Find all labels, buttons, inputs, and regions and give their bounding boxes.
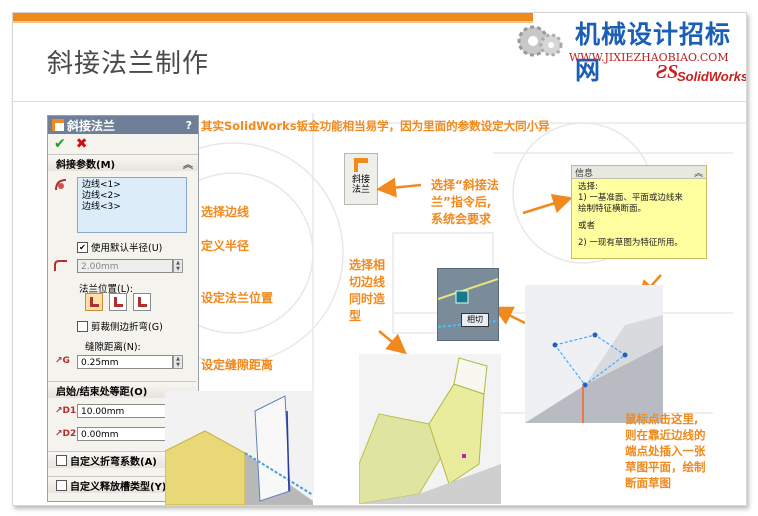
pm-title-bar: 斜接法兰 ? [48,116,198,134]
tangent-edge-preview [438,269,498,340]
info-line: 2) 一现有草图为特征所用。 [578,238,683,248]
end-offset-field[interactable]: 0.00mm [77,427,173,441]
note-select-tangent-line: 型 [349,309,362,323]
flange-position-label-text: 法兰位置(L): [79,284,133,295]
use-default-radius-checkbox[interactable]: ✔ [77,241,88,253]
miter-flange-icon [354,158,368,172]
top-accent-bar-light [13,21,533,23]
edge-selection-list[interactable]: 边线<1> 边线<2> 边线<3> [77,177,187,233]
site-logo-url: WWW.JIXIEZHAOBIAO.COM [569,51,729,64]
info-message-box: 信息 ︽ 选择: 1) 一基准面、平面或边线来 绘制特征横断面。 或者 2) 一… [571,165,707,259]
miter-flange-3d-preview [359,354,501,504]
note-select-command: 选择“斜接法 兰”指令后, 系统会要求 [431,177,499,228]
group-custom-relief-type-label: 自定义释放槽类型(Y): [70,481,171,493]
group-custom-relief-type[interactable]: 自定义释放槽类型(Y): ︾ [48,476,196,493]
sketch-plane-3d-preview [525,285,663,423]
note-select-command-line: 兰”指令后, [431,195,492,209]
title-divider [13,101,746,102]
gap-distance-field[interactable]: 0.25mm [77,355,173,369]
bend-radius-spinner[interactable]: ▲▼ [173,259,183,273]
flange-position-material-inside-button[interactable] [85,293,103,311]
tangent-button[interactable]: 相切 [461,313,489,327]
note-select-tangent-line: 切边线 [349,275,386,289]
trim-side-bends-row: 剪裁侧边折弯(G) [77,319,163,333]
info-box-title: 信息 [575,168,594,179]
pm-title: 斜接法兰 [67,118,116,133]
note-select-tangent: 选择相 切边线 同时造 型 [349,257,385,325]
note-mouse-click-line: 则在靠近边线的 [625,428,706,442]
slide-title: 斜接法兰制作 [47,49,210,79]
flange-preview-image [165,391,313,505]
group-miter-parameters-label: 斜接参数(M) [56,159,116,171]
solidworks-mark-icon: ƧS [656,61,679,83]
chevron-up-icon: ︽ [183,159,193,171]
bend-radius-icon [54,260,67,271]
use-default-radius-row: ✔ 使用默认半径(U) [77,240,162,254]
gap-distance-label-text: 缝隙距离(N): [85,342,141,353]
note-mouse-click-line: 鼠标点击这里, [625,412,699,426]
note-mouse-click-line: 端点处插入一张 [625,444,706,458]
x-icon[interactable]: ✖ [75,136,88,152]
use-default-radius-label: 使用默认半径(U) [91,243,163,254]
toolbar-button-label: 斜接法兰 [351,175,370,195]
check-icon[interactable]: ✔ [54,136,66,152]
note-select-command-line: 选择“斜接法 [431,178,499,192]
flange-position-label: 法兰位置(L): [79,281,133,295]
info-box-header[interactable]: 信息 ︽ [572,166,706,179]
solidworks-logo: SolidWorks [677,69,747,84]
help-button[interactable]: ? [185,118,192,132]
custom-bend-allowance-checkbox[interactable] [56,454,67,466]
group-custom-bend-allowance-label: 自定义折弯系数(A) [70,456,157,468]
note-select-edge: 选择边线 [201,205,250,219]
slide-frame: 斜接法兰制作 机械设计招标网 WWW.JIXIEZHAOBIAO [12,12,747,506]
miter-flange-icon [52,119,64,131]
group-start-end-offset-label: 启始/结束处等距(O) [56,386,148,398]
flange-position-bend-outside-button[interactable] [133,293,151,311]
bend-radius-field[interactable]: 2.00mm [77,259,173,273]
tangent-selection-popup [437,268,499,341]
info-line: 选择: [578,182,598,192]
list-item[interactable]: 边线<3> [82,202,121,212]
note-set-position: 设定法兰位置 [201,291,274,305]
info-line: 或者 [578,221,596,231]
info-line: 1) 一基准面、平面或边线来 [578,193,683,203]
end-offset-icon: ↗D2 [55,429,77,439]
group-miter-parameters[interactable]: 斜接参数(M) ︽ [48,154,198,171]
list-item[interactable]: 边线<2> [82,191,121,201]
note-mouse-click: 鼠标点击这里, 则在靠近边线的 端点处插入一张 草图平面，绘制 断面草图 [625,411,706,491]
start-offset-field[interactable]: 10.00mm [77,404,173,418]
gap-distance-spinner[interactable]: ▲▼ [173,355,183,369]
trim-side-bends-label: 剪裁侧边折弯(G) [91,322,163,333]
start-offset-icon: ↗D1 [55,406,77,416]
gap-distance-label: 缝隙距离(N): [85,339,141,353]
site-logo-text: 机械设计招标网 [575,20,732,85]
note-mouse-click-line: 断面草图 [625,476,671,490]
info-box-body: 选择: 1) 一基准面、平面或边线来 绘制特征横断面。 或者 2) 一现有草图为… [572,179,706,252]
trim-side-bends-checkbox[interactable] [77,320,88,332]
miter-flange-toolbar-button[interactable]: 斜接法兰 [344,153,378,205]
note-define-radius: 定义半径 [201,239,250,253]
pm-action-row: ✔ ✖ [48,134,198,154]
note-select-tangent-line: 同时造 [349,292,386,306]
note-select-tangent-line: 选择相 [349,258,386,272]
info-line: 绘制特征横断面。 [578,204,647,214]
note-select-command-line: 系统会要求 [431,212,492,226]
custom-relief-type-checkbox[interactable] [56,479,67,491]
note-set-gap: 设定缝隙距离 [201,358,274,372]
edge-select-icon [55,179,67,191]
chevron-up-icon: ︽ [693,168,703,179]
intro-note: 其实SolidWorks钣金功能相当易学，因为里面的参数设定大同小异 [201,119,550,133]
flange-position-material-outside-button[interactable] [109,293,127,311]
list-item[interactable]: 边线<1> [82,180,121,190]
note-mouse-click-line: 草图平面，绘制 [625,460,706,474]
gear-logo-icon [517,25,563,57]
gap-distance-icon: ↗G [55,356,70,366]
top-accent-bar [13,13,533,21]
